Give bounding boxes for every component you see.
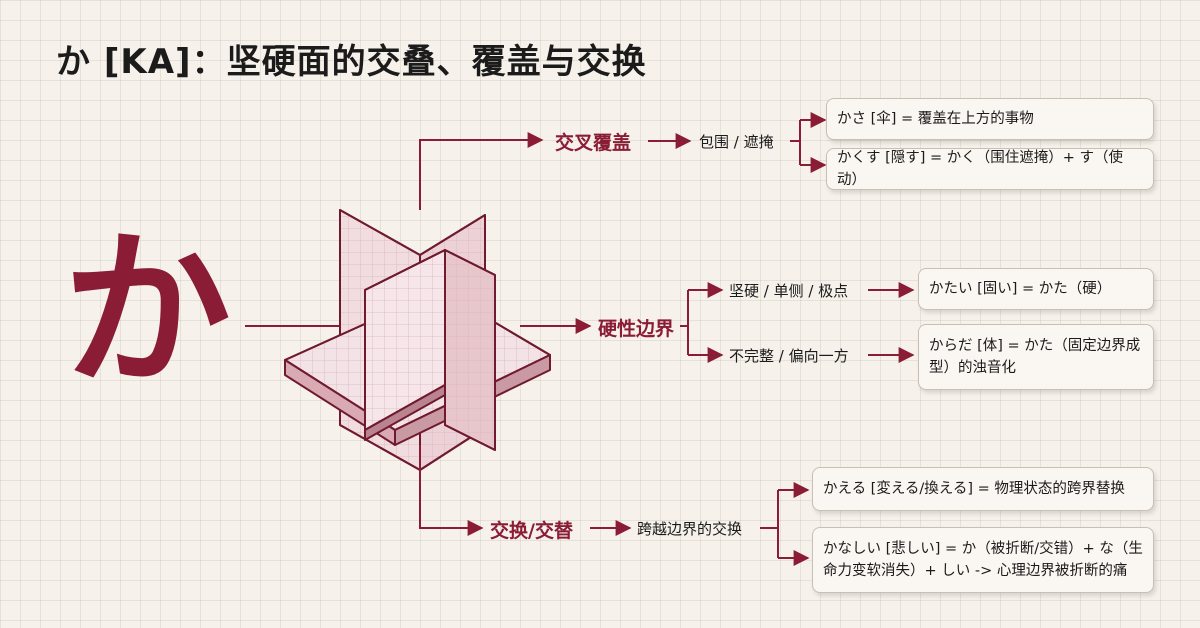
intersecting-planes-illustration bbox=[284, 209, 551, 471]
main-kana-character: か bbox=[63, 211, 231, 409]
example-box-kakusu: かくす [隠す] = かく（围住遮掩）+ す（使动） bbox=[826, 148, 1154, 190]
bracket-line bbox=[790, 119, 818, 166]
example-box-karada: からだ [体] = かた（固定边界成型）的浊音化 bbox=[918, 324, 1154, 390]
branch-label-hard-boundary: 硬性边界 bbox=[598, 318, 675, 340]
sub-label-cross-exchange: 跨越边界的交换 bbox=[637, 520, 743, 538]
sub-label-enclose: 包围 / 遮掩 bbox=[699, 133, 774, 151]
example-box-katai: かたい [固い] = かた（硬） bbox=[918, 268, 1154, 310]
sub-label-hard: 坚硬 / 单侧 / 极点 bbox=[729, 282, 849, 300]
example-box-kasa: かさ [伞] = 覆盖在上方的事物 bbox=[826, 98, 1154, 140]
page-title: か [KA]：坚硬面的交叠、覆盖与交换 bbox=[56, 42, 647, 82]
branch-label-exchange: 交换/交替 bbox=[490, 520, 573, 542]
connector-line bbox=[419, 445, 484, 536]
sub-label-incomplete: 不完整 / 偏向一方 bbox=[729, 347, 849, 365]
connector-line bbox=[419, 132, 544, 210]
bracket-line bbox=[760, 489, 800, 559]
example-box-kanashii: かなしい [悲しい] = か（被折断/交错）+ な（生命力变软消失）+ しい -… bbox=[812, 527, 1154, 593]
bracket-line bbox=[680, 289, 718, 356]
branch-label-overlap: 交叉覆盖 bbox=[555, 132, 632, 154]
example-box-kaeru: かえる [変える/換える] = 物理状态的跨界替换 bbox=[812, 467, 1154, 511]
